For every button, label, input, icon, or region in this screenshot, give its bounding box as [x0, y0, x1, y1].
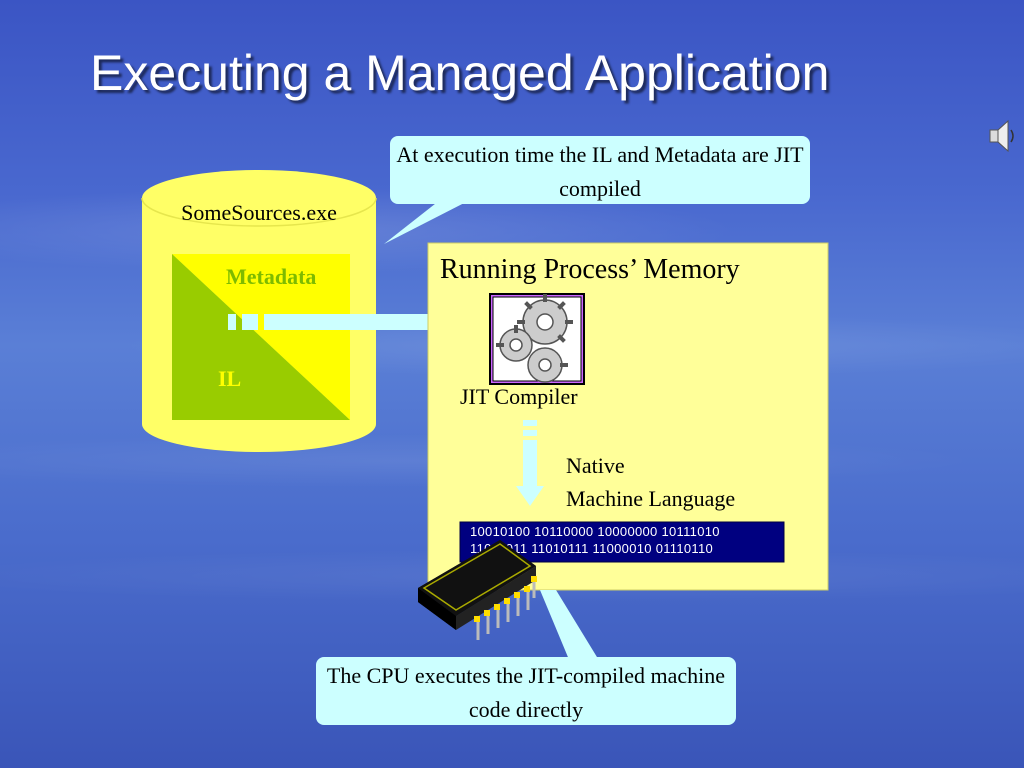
to-memory-arrow: [228, 306, 458, 338]
native-label-line1: Native: [566, 453, 625, 478]
callout-top: [384, 136, 810, 244]
il-metadata-block: [172, 254, 350, 420]
exe-file-label: SomeSources.exe: [181, 200, 337, 225]
speaker-icon[interactable]: [988, 118, 1016, 154]
native-label-line2: Machine Language: [566, 486, 736, 511]
memory-title: Running Process’ Memory: [440, 254, 740, 285]
callout-bottom: [316, 590, 736, 725]
slide-title: Executing a Managed Application: [90, 45, 830, 101]
callout-top-text: At execution time the IL and Metadata ar…: [396, 142, 804, 201]
callout-bottom-text: The CPU executes the JIT-compiled machin…: [326, 663, 726, 722]
binary-line-2: 11011011 11010111 11000010 01110110: [470, 541, 714, 556]
binary-line-1: 10010100 10110000 10000000 10111010: [470, 524, 720, 539]
to-native-arrow: [516, 420, 544, 506]
metadata-label: Metadata: [226, 264, 317, 289]
gears-icon: [489, 293, 585, 385]
il-label: IL: [218, 366, 242, 391]
jit-compiler-label: JIT Compiler: [460, 384, 578, 409]
